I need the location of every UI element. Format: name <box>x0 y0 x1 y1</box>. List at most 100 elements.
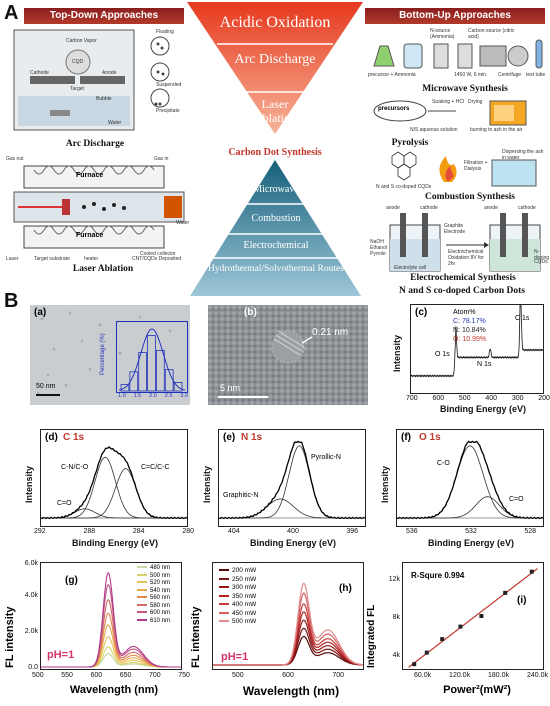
peak-c1s: C 1s <box>515 315 530 322</box>
legend-label: 400 mW <box>232 601 257 608</box>
legend-swatch <box>137 581 147 584</box>
yticks-g: 0.0 2.0k 4.0k 6.0k <box>14 560 38 672</box>
data-point <box>503 590 508 595</box>
data-point <box>458 624 463 629</box>
xlabel-g: Wavelength (nm) <box>69 684 159 696</box>
xtick: 404 <box>228 528 240 535</box>
arc-part-water: Water <box>108 120 122 126</box>
pyrolysis-diagram: precursors Soaking + HCl Drying N/S aque… <box>370 97 548 137</box>
series-line <box>41 571 181 668</box>
ytick: 12k <box>388 576 400 583</box>
ph-h: pH=1 <box>221 651 249 663</box>
ylabel-i: Integrated FL <box>366 604 377 668</box>
data-point <box>479 614 484 618</box>
legend-entry: 400 mW <box>219 601 256 610</box>
xlabel-i: Power²(mW²) <box>443 684 511 696</box>
peak-f-co2: C=O <box>509 496 524 503</box>
hist-ylabel-a: Percentage (%) <box>100 333 106 375</box>
ec-cqds: CQDs <box>534 259 548 265</box>
ec-oxidation: Electrochemical Oxidation 8V for 2hr <box>448 249 484 267</box>
legend-swatch <box>219 594 229 597</box>
ylabel-c: Intensity <box>392 334 402 372</box>
laser-part-furnace-bottom: Furnace <box>76 232 104 239</box>
panel-label-e: (e) <box>223 432 236 443</box>
pyr-laser-ablation: Laser Ablation <box>254 97 296 125</box>
lattice-b: 0.21 nm <box>312 327 349 338</box>
laser-part-cnt: CNT/CQDs Deposited <box>132 256 182 262</box>
pyr-combustion: Combustion <box>251 213 301 224</box>
tem-image-a: (a) 50 nm Percentage (%) 1.0 1.5 2.0 2.5… <box>30 305 190 405</box>
peak-d-cn: C-N/C-O <box>61 464 89 471</box>
legend-label: 300 mW <box>232 584 257 591</box>
peak-o1s: O 1s <box>435 351 450 358</box>
ytick: 4.0k <box>24 592 38 599</box>
pyro-filtration: Filtration + Dialysis <box>464 160 488 172</box>
fit-line <box>408 568 538 668</box>
envelope-line <box>218 440 366 520</box>
legend-entry: 350 mW <box>219 593 256 602</box>
xtick: 288 <box>83 528 96 535</box>
laser-part-target: Target substrate <box>34 256 70 262</box>
hist-xtick: 3.0 <box>180 393 188 399</box>
elem-f: O 1s <box>419 432 441 443</box>
xlabel-h: Wavelength (nm) <box>242 684 340 698</box>
peak-e-graphitic: Graphitic-N <box>223 492 259 499</box>
legend-label: 520 nm <box>150 580 171 586</box>
pyr-microwave: Microwave <box>253 184 299 195</box>
legend-swatch <box>219 611 229 614</box>
legend-entry: 540 nm <box>137 588 170 596</box>
arc-part-vapor: Carbon Vapor <box>66 38 97 44</box>
xtick: 400 <box>485 395 498 402</box>
pyrolysis-caption: Pyrolysis <box>391 138 429 148</box>
ph-g: pH=1 <box>47 649 75 661</box>
xlabel-f: Binding Energy (eV) <box>427 538 514 548</box>
panel-label-h: (h) <box>339 583 352 594</box>
pyro-dispersing: Dispersing the ash in water <box>502 149 544 161</box>
legend-swatch <box>137 611 147 614</box>
fl-excitation-plot <box>41 571 181 668</box>
ylabel-d: Intensity <box>24 465 34 503</box>
laser-part-gas-out: Gas out <box>6 156 24 162</box>
legend-label: 600 nm <box>150 610 171 616</box>
combustion-diagram: Dispersing the ash in water Filtration +… <box>372 146 548 192</box>
ec-cell: Electrolyte cell <box>394 265 427 271</box>
arc-legend-suspended: Suspended <box>156 82 182 88</box>
mw-precursor: precursor + Ammonia <box>368 72 416 78</box>
ytick: 2.0k <box>24 628 38 635</box>
pyr-electrochemical: Electrochemical <box>243 240 309 251</box>
legend-entry: 580 nm <box>137 603 170 611</box>
legend-label: 250 mW <box>232 575 257 583</box>
pyro-ns-cqds: N and S co-doped CQDs <box>376 184 432 190</box>
arc-legend-floating: Floating <box>156 29 174 35</box>
xtick: 60.0k <box>414 672 432 679</box>
xtick: 532 <box>465 528 477 535</box>
laser-part-heater: heater <box>84 256 99 262</box>
ytick: 0.0 <box>28 664 38 671</box>
fl-power-plot <box>213 582 364 666</box>
xtick: 400 <box>287 528 299 535</box>
arc-legend-precipitate: Precipitate <box>156 108 180 114</box>
legend-entry: 300 mW <box>219 584 256 593</box>
ytick: 8k <box>392 614 400 621</box>
peak-n1s: N 1s <box>477 361 492 368</box>
laser-part-collector: Cooled collector <box>140 251 176 257</box>
peak-f-co: C-O <box>437 460 450 467</box>
panel-a-label: A <box>4 2 19 24</box>
pyr-hydrothermal: Hydrothermal/Solvothermal Routes <box>208 264 344 274</box>
xtick: 200 <box>538 395 550 402</box>
xtick: 300 <box>511 395 524 402</box>
legend-entry: 480 nm <box>137 565 170 573</box>
atom-o: O: 10.99% <box>453 336 487 343</box>
legend-swatch <box>137 588 147 591</box>
xlabel-e: Binding Energy (eV) <box>249 538 336 548</box>
arc-discharge-caption: Arc Discharge <box>65 139 125 149</box>
pyro-drying: Drying <box>468 99 483 105</box>
atom-c: C: 78.17% <box>453 318 486 325</box>
xtick: 750 <box>178 672 190 679</box>
fit-component <box>397 445 543 519</box>
plot-frame-e: (e) N 1s Pyrollic-N Graphitic-N <box>218 429 366 527</box>
xtick: 500 <box>32 672 44 679</box>
laser-ablation-caption: Laser Ablation <box>72 264 134 274</box>
